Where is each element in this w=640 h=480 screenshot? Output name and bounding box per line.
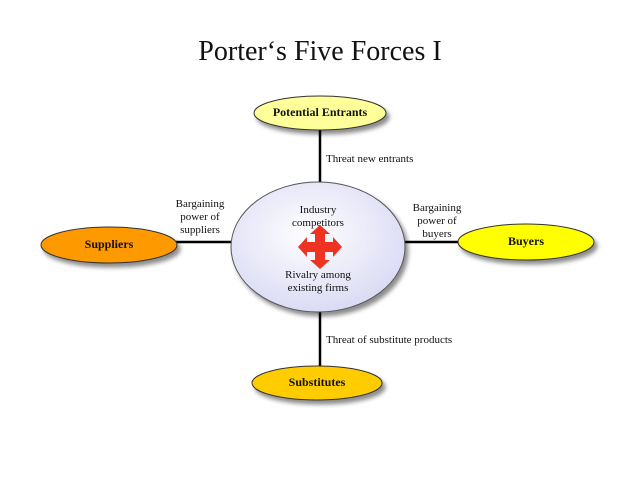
edge-label-top: Threat new entrants xyxy=(326,153,414,165)
node-substitutes-label: Substitutes xyxy=(288,375,346,389)
edge-label-right-line2: power of xyxy=(417,215,457,227)
diagram-title: Porter‘s Five Forces I xyxy=(198,36,442,67)
center-label-line1: Industry xyxy=(299,204,337,216)
edge-label-bottom: Threat of substitute products xyxy=(326,334,453,346)
node-potential-entrants-label: Potential Entrants xyxy=(272,105,368,119)
node-suppliers-label: Suppliers xyxy=(84,237,134,251)
center-label-line3: Rivalry among xyxy=(285,269,351,281)
edge-label-left-line1: Bargaining xyxy=(175,198,225,210)
node-buyers-label: Buyers xyxy=(508,234,544,248)
node-suppliers-shape xyxy=(40,226,178,264)
node-buyers-shape xyxy=(457,223,595,261)
node-potential-entrants-shape xyxy=(253,95,387,131)
edge-label-right-line3: buyers xyxy=(422,228,452,240)
node-substitutes-shape xyxy=(251,365,383,401)
center-label-line4: existing firms xyxy=(287,282,349,294)
edge-label-left-line3: suppliers xyxy=(180,224,220,236)
center-label-line2: competitors xyxy=(292,217,344,229)
edge-label-left-line2: power of xyxy=(180,211,220,223)
edge-label-right-line1: Bargaining xyxy=(412,202,462,214)
four-way-arrow-icon xyxy=(298,225,342,269)
